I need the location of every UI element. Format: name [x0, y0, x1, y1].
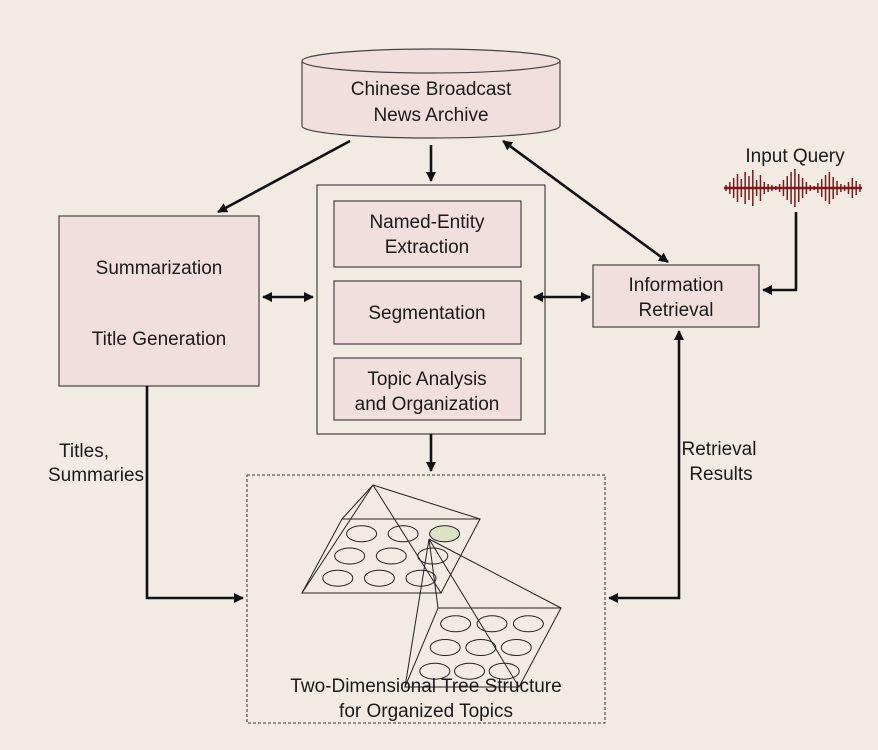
segmentation-box: Segmentation: [333, 280, 522, 345]
information-retrieval-line1: Information: [628, 275, 723, 296]
arrow-retrieval-tree: [608, 330, 684, 603]
titles-summaries-line2: Summaries: [48, 465, 144, 486]
tree-structure-illustration: [301, 484, 562, 688]
retrieval-results-line2: Results: [689, 464, 752, 485]
tree-structure-line2: for Organized Topics: [339, 701, 513, 722]
upper-topic-circle: [429, 525, 461, 543]
named-entity-line2: Extraction: [385, 237, 469, 258]
tree-structure-line1: Two-Dimensional Tree Structure: [290, 676, 561, 697]
title-generation-label: Title Generation: [92, 329, 226, 350]
named-entity-box: Named-Entity Extraction: [333, 200, 522, 268]
upper-topic-circle: [387, 525, 419, 543]
topic-analysis-box: Topic Analysis and Organization: [333, 357, 522, 421]
input-query-label: Input Query: [745, 146, 845, 167]
arrow-archive-to-summarization: [217, 139, 351, 214]
lower-topic-circle: [488, 662, 520, 680]
upper-topic-circle: [346, 525, 378, 543]
archive-label-line2: News Archive: [373, 105, 488, 126]
topic-analysis-line1: Topic Analysis: [367, 369, 486, 390]
news-archive-database: Chinese Broadcast News Archive: [301, 48, 561, 139]
lower-topic-circle: [429, 639, 461, 656]
topic-analysis-line2: and Organization: [355, 394, 500, 415]
summarization-label: Summarization: [96, 258, 223, 279]
named-entity-line1: Named-Entity: [369, 212, 485, 233]
arrow-archive-retrieval: [502, 139, 669, 264]
summarization-box: Summarization Title Generation: [58, 215, 260, 387]
speech-waveform-icon: [724, 169, 862, 207]
lower-topic-circle: [512, 615, 544, 633]
arrow-query-to-retrieval: [762, 212, 798, 295]
titles-summaries-line1: Titles,: [59, 441, 109, 462]
lower-topic-circle: [465, 639, 497, 656]
segmentation-label: Segmentation: [368, 303, 485, 324]
lower-topic-circle: [419, 662, 451, 680]
archive-label-line1: Chinese Broadcast: [351, 79, 512, 100]
lower-topic-circle: [454, 662, 485, 680]
lower-topic-circle: [440, 615, 472, 633]
upper-topic-circle: [334, 547, 366, 565]
upper-topic-circle: [417, 547, 449, 565]
upper-topic-circle: [375, 547, 407, 565]
lower-topic-circle: [476, 615, 508, 633]
arrow-summarization-to-tree: [145, 386, 244, 603]
tree-structure-area: [246, 474, 606, 724]
information-retrieval-box: Information Retrieval: [592, 264, 760, 328]
upper-topic-circle: [363, 569, 395, 587]
upper-topic-circle: [322, 569, 354, 587]
retrieval-results-line1: Retrieval: [682, 439, 757, 460]
lower-topic-circle: [500, 639, 532, 656]
information-retrieval-line2: Retrieval: [639, 300, 714, 321]
